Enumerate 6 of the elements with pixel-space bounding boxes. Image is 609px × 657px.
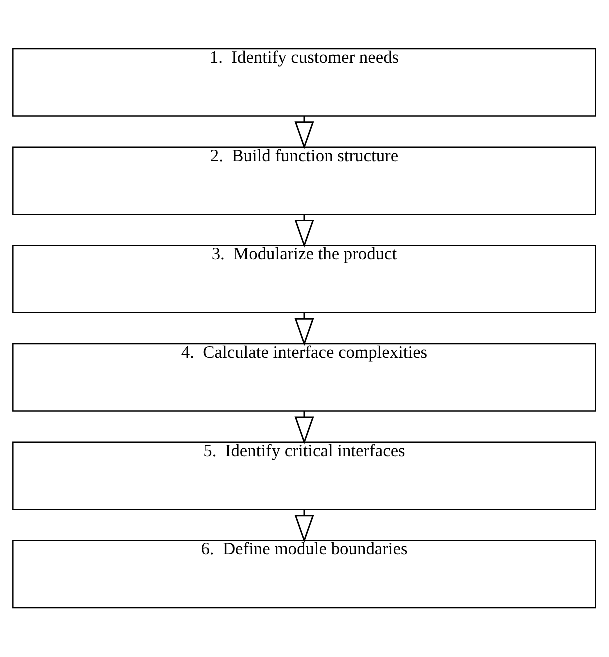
- node-box: 2. Build function structure: [12, 146, 596, 216]
- node-box: 5. Identify critical interfaces: [12, 442, 596, 510]
- node-box: 4. Calculate interface complexities: [12, 343, 596, 412]
- node-box: 1. Identify customer needs: [12, 48, 596, 117]
- node-box: 3. Modularize the product: [12, 245, 596, 314]
- node-box: 6. Define module boundaries: [12, 540, 596, 609]
